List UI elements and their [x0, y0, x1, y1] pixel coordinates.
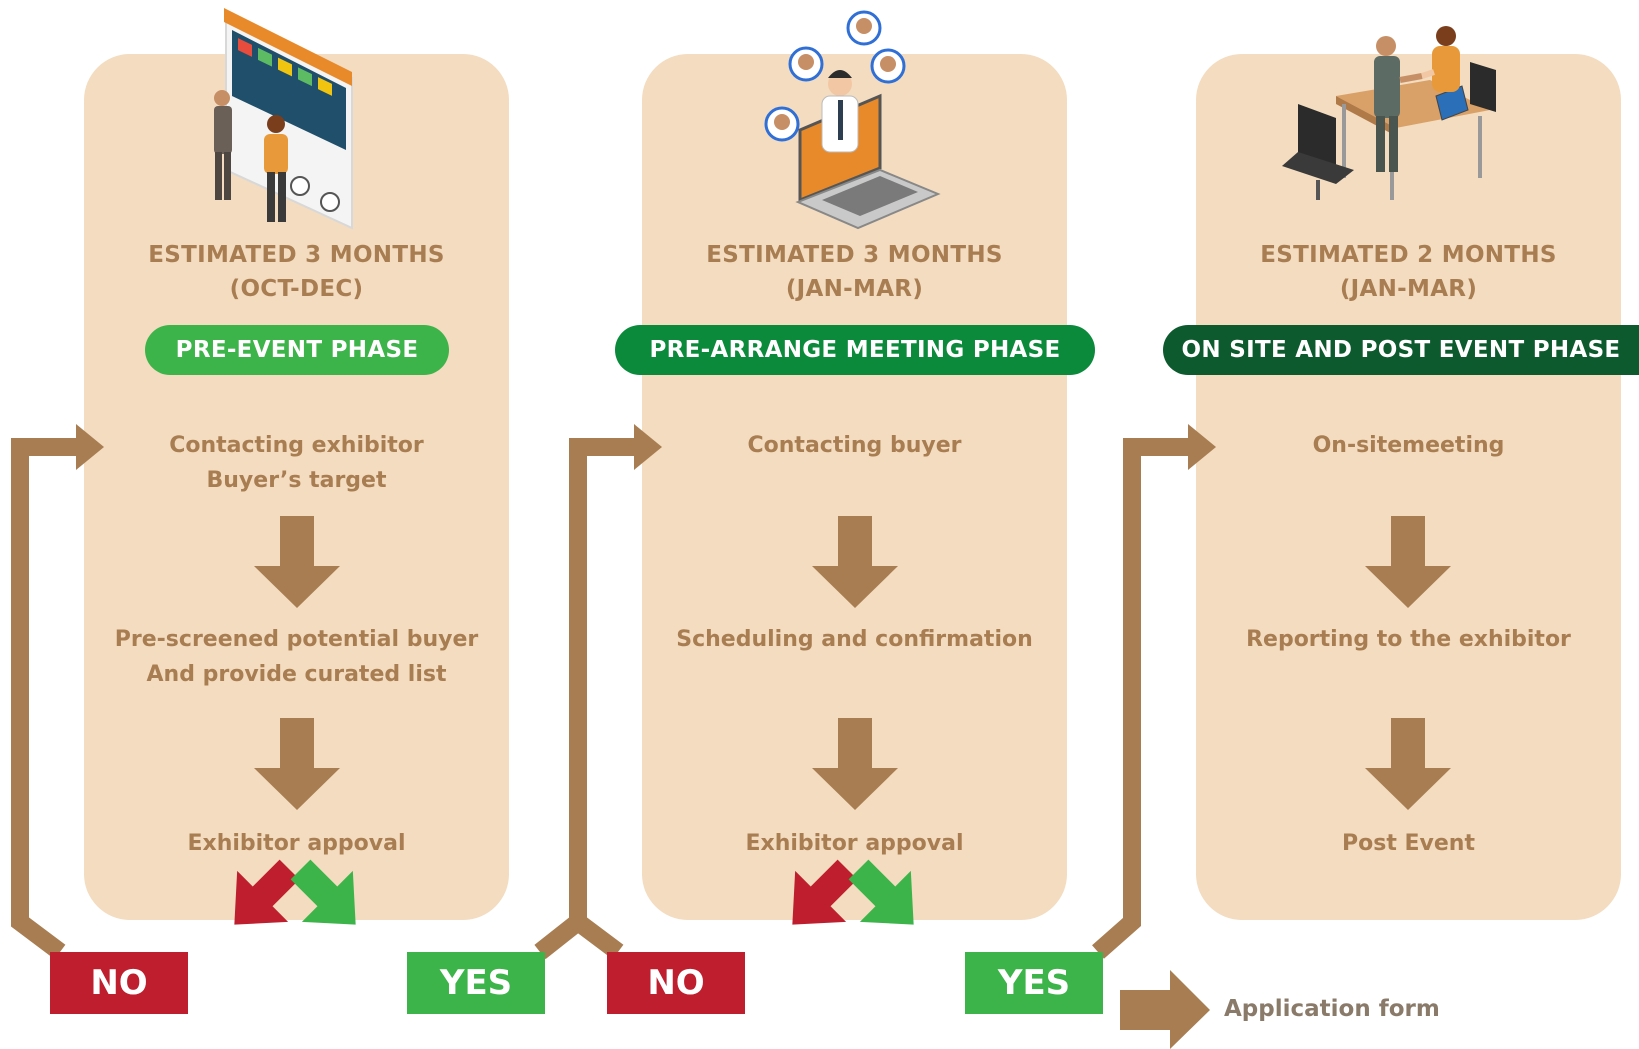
no-badge-2: NO	[607, 952, 745, 1014]
down-arrow-icon	[1365, 718, 1451, 810]
down-arrow-icon	[254, 718, 340, 810]
next-connector-2	[1092, 438, 1190, 959]
video-meeting-illustration	[764, 10, 941, 230]
duration-label-3: ESTIMATED 2 MONTHS	[1260, 242, 1557, 268]
step-scheduling-confirmation: Scheduling and confirmation	[676, 627, 1033, 652]
loop-arrowhead-1	[76, 424, 104, 470]
next-arrowhead-1	[634, 424, 662, 470]
step-contacting-exhibitor: Contacting exhibitor Buyer’s target	[169, 433, 424, 493]
down-arrow-icon	[812, 516, 898, 608]
phase-pill-onsite-post: ON SITE AND POST EVENT PHASE	[1163, 325, 1639, 375]
no-direction-arrow-1	[234, 859, 300, 925]
down-arrow-icon	[1365, 516, 1451, 608]
step-reporting-exhibitor: Reporting to the exhibitor	[1246, 627, 1571, 652]
yes-direction-arrow-2	[848, 859, 914, 925]
step-exhibitor-approval-1: Exhibitor appoval	[187, 831, 406, 856]
date-range-label-3: (JAN-MAR)	[1339, 276, 1478, 302]
office-handshake-illustration	[1282, 26, 1496, 200]
phase-pill-pre-arrange: PRE-ARRANGE MEETING PHASE	[615, 325, 1095, 375]
step-onsite-meeting: On-sitemeeting	[1312, 433, 1505, 458]
yes-direction-arrow-1	[290, 859, 356, 925]
kanban-board-illustration	[214, 8, 353, 230]
no-badge-1: NO	[50, 952, 188, 1014]
phase-pill-pre-event: PRE-EVENT PHASE	[145, 325, 449, 375]
step-contacting-buyer: Contacting buyer	[747, 433, 962, 458]
duration-label-2: ESTIMATED 3 MONTHS	[706, 242, 1003, 268]
no-direction-arrow-2	[792, 859, 858, 925]
yes-badge-1: YES	[407, 952, 545, 1014]
step-pre-screened-buyer: Pre-screened potential buyer And provide…	[114, 627, 479, 687]
step-exhibitor-approval-2: Exhibitor appoval	[745, 831, 964, 856]
next-connector-1	[534, 438, 636, 960]
loop-connector-1	[11, 438, 78, 960]
yes-badge-2: YES	[965, 952, 1103, 1014]
date-range-label-2: (JAN-MAR)	[785, 276, 924, 302]
legend-arrow-icon	[1120, 970, 1210, 1049]
next-arrowhead-2	[1188, 424, 1216, 470]
down-arrow-icon	[254, 516, 340, 608]
duration-label-1: ESTIMATED 3 MONTHS	[148, 242, 445, 268]
date-range-label-1: (OCT-DEC)	[229, 276, 364, 302]
legend-label: Application form	[1224, 996, 1440, 1022]
step-post-event: Post Event	[1342, 831, 1475, 856]
down-arrow-icon	[812, 718, 898, 810]
